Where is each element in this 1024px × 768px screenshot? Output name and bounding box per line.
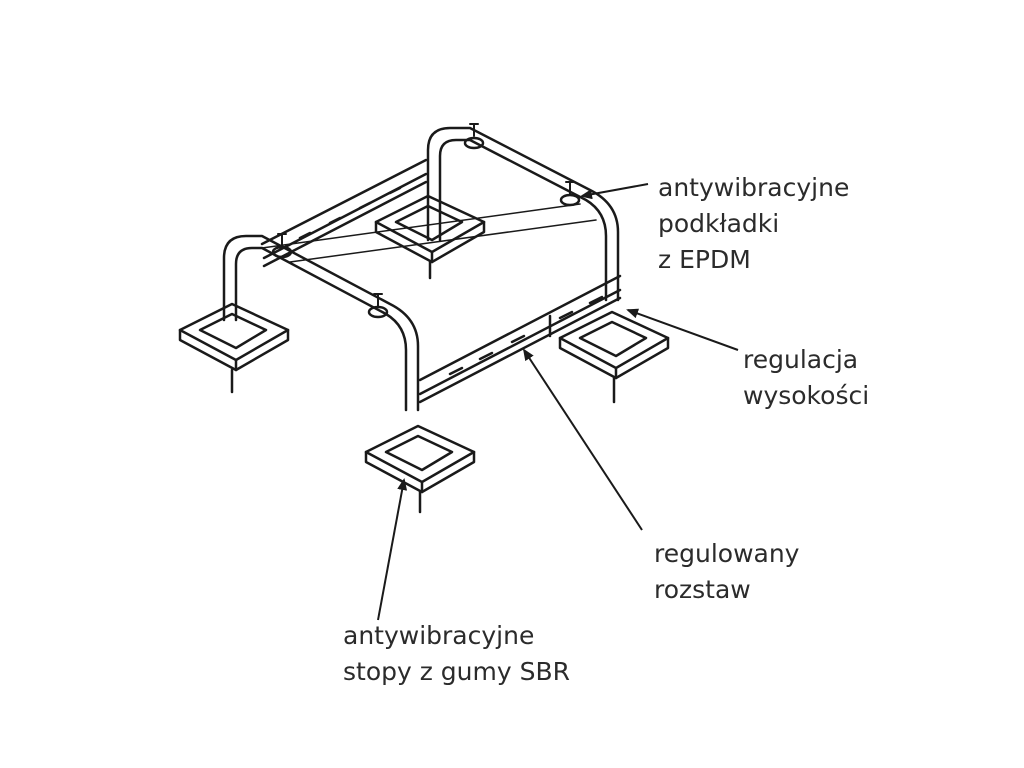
arrow-spacing <box>522 348 643 531</box>
label-line: z EPDM <box>658 245 751 274</box>
foot-left <box>178 302 290 394</box>
rail-right <box>418 274 622 404</box>
arrow-pads <box>580 183 649 200</box>
label-line: rozstaw <box>654 575 751 604</box>
label-height-adjustment: regulacja wysokości <box>743 342 869 414</box>
label-line: regulowany <box>654 539 800 568</box>
foot-right <box>558 310 670 404</box>
label-adjustable-spacing: regulowany rozstaw <box>654 536 799 608</box>
label-antivibration-pads: antywibracyjne podkładki z EPDM <box>658 170 849 278</box>
foot-back <box>374 194 486 280</box>
back-arch <box>426 126 620 302</box>
label-antivibration-feet: antywibracyjne stopy z gumy SBR <box>343 618 570 690</box>
stand-frame <box>178 123 670 514</box>
rail-left <box>260 158 428 268</box>
arrow-height <box>626 308 739 351</box>
callout-arrows <box>377 183 739 621</box>
label-line: stopy z gumy SBR <box>343 657 571 686</box>
foot-front <box>364 424 476 514</box>
label-line: regulacja <box>743 345 859 374</box>
label-line: antywibracyjne <box>343 621 535 650</box>
pad-bolts <box>277 123 575 307</box>
label-line: podkładki <box>658 209 780 238</box>
label-line: antywibracyjne <box>658 173 850 202</box>
arrow-feet <box>377 478 408 621</box>
label-line: wysokości <box>743 381 870 410</box>
